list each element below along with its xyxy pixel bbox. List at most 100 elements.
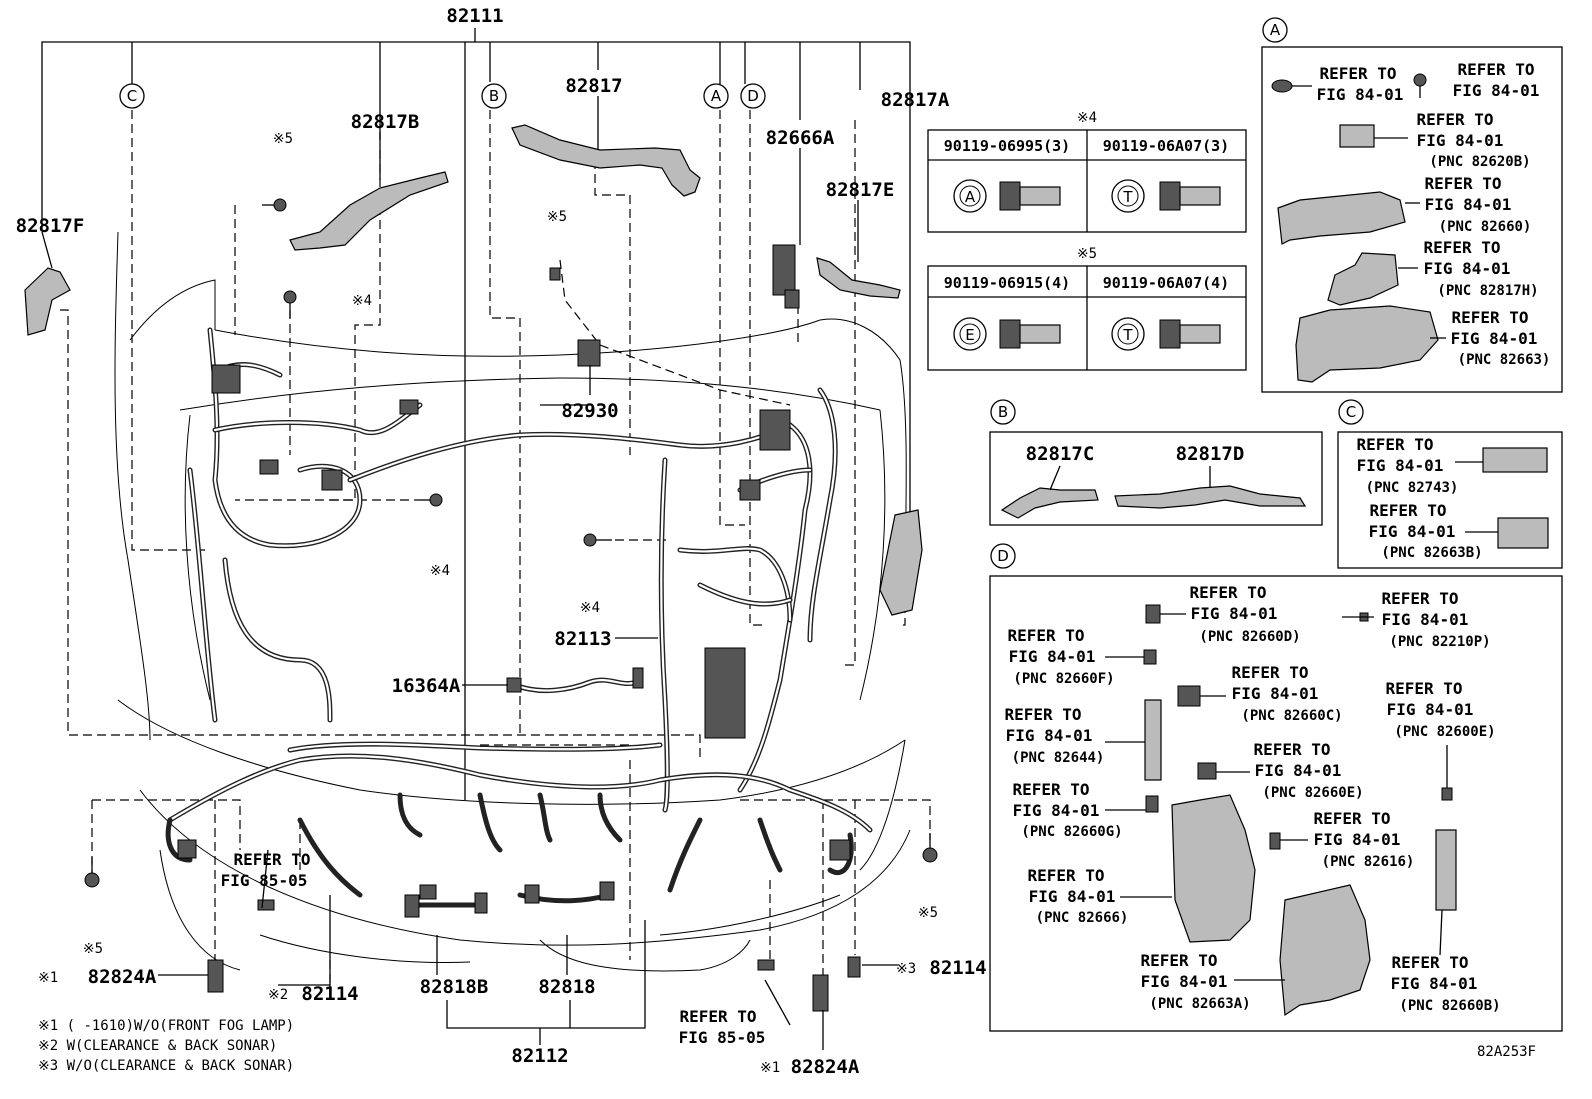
detail-c-circle xyxy=(1338,399,1364,425)
a-fig-2: FIG 84-01 xyxy=(1453,81,1540,100)
vehicle-body-outline xyxy=(114,231,911,972)
d-fig-6: FIG 84-01 xyxy=(1006,726,1093,745)
detail-d-letter: D xyxy=(997,547,1009,565)
callout-circles xyxy=(119,83,766,109)
d-pnc-82666: (PNC 82666) xyxy=(1036,910,1129,926)
d-fig-4: FIG 84-01 xyxy=(1232,684,1319,703)
d-fig-12: FIG 84-01 xyxy=(1391,974,1478,993)
detail-d-box xyxy=(989,575,1563,1032)
label-82817c: 82817C xyxy=(1026,443,1095,465)
d-refer-2: REFER TO xyxy=(1381,589,1458,608)
a-fig-3: FIG 84-01 xyxy=(1417,131,1504,150)
mark-x3: ※3 xyxy=(896,961,916,977)
c-refer-2: REFER TO xyxy=(1369,501,1446,520)
d-fig-10: FIG 84-01 xyxy=(1029,887,1116,906)
c-fig-1: FIG 84-01 xyxy=(1357,456,1444,475)
a-fig-5: FIG 84-01 xyxy=(1424,259,1511,278)
c-pnc-82743: (PNC 82743) xyxy=(1366,480,1459,496)
mark-x5-d: ※5 xyxy=(918,905,938,921)
mark-x1-right: ※1 xyxy=(760,1060,780,1076)
table-x4-a-letter: A xyxy=(965,188,976,206)
label-leaders xyxy=(41,96,898,1050)
d-pnc-82660c: (PNC 82660C) xyxy=(1241,708,1342,724)
front-harness-82112 xyxy=(165,741,873,908)
refer-to-85-05-left: REFER TO xyxy=(233,850,310,869)
detail-b-circle xyxy=(990,399,1016,425)
label-82818: 82818 xyxy=(538,976,595,998)
label-82824a-left: 82824A xyxy=(88,966,157,988)
label-16364a: 16364A xyxy=(392,675,461,697)
a-fig-4: FIG 84-01 xyxy=(1425,195,1512,214)
main-harness-leader xyxy=(41,28,911,800)
note-2: ※2 W(CLEARANCE & BACK SONAR) xyxy=(38,1038,277,1054)
refer-to-85-05-right: REFER TO xyxy=(679,1007,756,1026)
table-x5-col1: 90119-06915(4) xyxy=(944,274,1070,292)
d-pnc-82616: (PNC 82616) xyxy=(1322,854,1415,870)
table-x5-mark: ※5 xyxy=(1077,246,1097,262)
mark-x5-c: ※5 xyxy=(83,941,103,957)
connectors xyxy=(24,124,938,1012)
table-x4-mark: ※4 xyxy=(1077,110,1097,126)
d-fig-11: FIG 84-01 xyxy=(1141,972,1228,991)
d-fig-1: FIG 84-01 xyxy=(1191,604,1278,623)
d-pnc-82660f: (PNC 82660F) xyxy=(1013,671,1114,687)
table-x5-e-letter: E xyxy=(965,326,974,344)
harness-16364a xyxy=(512,677,643,693)
detail-c-letter: C xyxy=(1346,403,1356,421)
d-refer-7: REFER TO xyxy=(1253,740,1330,759)
a-pnc-82817h: (PNC 82817H) xyxy=(1437,283,1538,299)
detail-a-letter: A xyxy=(1270,21,1281,39)
table-x4-col2: 90119-06A07(3) xyxy=(1103,137,1229,155)
mark-x1-left: ※1 xyxy=(38,970,58,986)
detail-b-letter: B xyxy=(998,403,1008,421)
a-refer-1: REFER TO xyxy=(1319,64,1396,83)
d-refer-8: REFER TO xyxy=(1012,780,1089,799)
d-pnc-82600e: (PNC 82600E) xyxy=(1394,724,1495,740)
a-pnc-82663: (PNC 82663) xyxy=(1458,352,1551,368)
label-82817e: 82817E xyxy=(826,179,895,201)
d-refer-1: REFER TO xyxy=(1189,583,1266,602)
d-fig-8: FIG 84-01 xyxy=(1013,801,1100,820)
label-82824a-right: 82824A xyxy=(791,1056,860,1078)
a-refer-6: REFER TO xyxy=(1451,308,1528,327)
label-82817f: 82817F xyxy=(16,215,85,237)
callout-b: B xyxy=(489,87,499,105)
callout-d: D xyxy=(747,87,759,105)
figure-code: 82A253F xyxy=(1477,1044,1536,1060)
d-fig-9: FIG 84-01 xyxy=(1314,830,1401,849)
detail-c-box xyxy=(1337,431,1563,569)
a-pnc-82620b: (PNC 82620B) xyxy=(1429,154,1530,170)
d-refer-12: REFER TO xyxy=(1391,953,1468,972)
label-82930: 82930 xyxy=(561,400,618,422)
d-refer-3: REFER TO xyxy=(1007,626,1084,645)
d-pnc-82663a: (PNC 82663A) xyxy=(1149,996,1250,1012)
mark-x4-a: ※4 xyxy=(352,293,372,309)
label-82113: 82113 xyxy=(554,628,611,650)
label-82666a: 82666A xyxy=(766,127,835,149)
c-pnc-82663b: (PNC 82663B) xyxy=(1381,545,1482,561)
fastener-table-x5 xyxy=(927,265,1247,371)
d-pnc-82660e: (PNC 82660E) xyxy=(1262,785,1363,801)
d-fig-5: FIG 84-01 xyxy=(1387,700,1474,719)
d-pnc-82660b: (PNC 82660B) xyxy=(1399,998,1500,1014)
d-refer-10: REFER TO xyxy=(1027,866,1104,885)
note-1: ※1 ( -1610)W/O(FRONT FOG LAMP) xyxy=(38,1018,294,1034)
mark-x5-b: ※5 xyxy=(547,209,567,225)
d-fig-7: FIG 84-01 xyxy=(1255,761,1342,780)
d-refer-5: REFER TO xyxy=(1385,679,1462,698)
label-82112: 82112 xyxy=(511,1045,568,1067)
table-x4-t-letter: T xyxy=(1122,188,1133,206)
label-82817a: 82817A xyxy=(881,89,950,111)
fig-85-05-left: FIG 85-05 xyxy=(221,871,308,890)
fig-85-05-right: FIG 85-05 xyxy=(679,1028,766,1047)
detail-b-box xyxy=(989,431,1323,526)
dashed-leaders xyxy=(60,110,931,990)
label-82817d: 82817D xyxy=(1176,443,1245,465)
a-refer-2: REFER TO xyxy=(1457,60,1534,79)
a-refer-3: REFER TO xyxy=(1416,110,1493,129)
detail-a-circle xyxy=(1262,17,1288,43)
mark-x5-a: ※5 xyxy=(273,131,293,147)
d-pnc-82660g: (PNC 82660G) xyxy=(1021,824,1122,840)
d-pnc-82660d: (PNC 82660D) xyxy=(1199,629,1300,645)
